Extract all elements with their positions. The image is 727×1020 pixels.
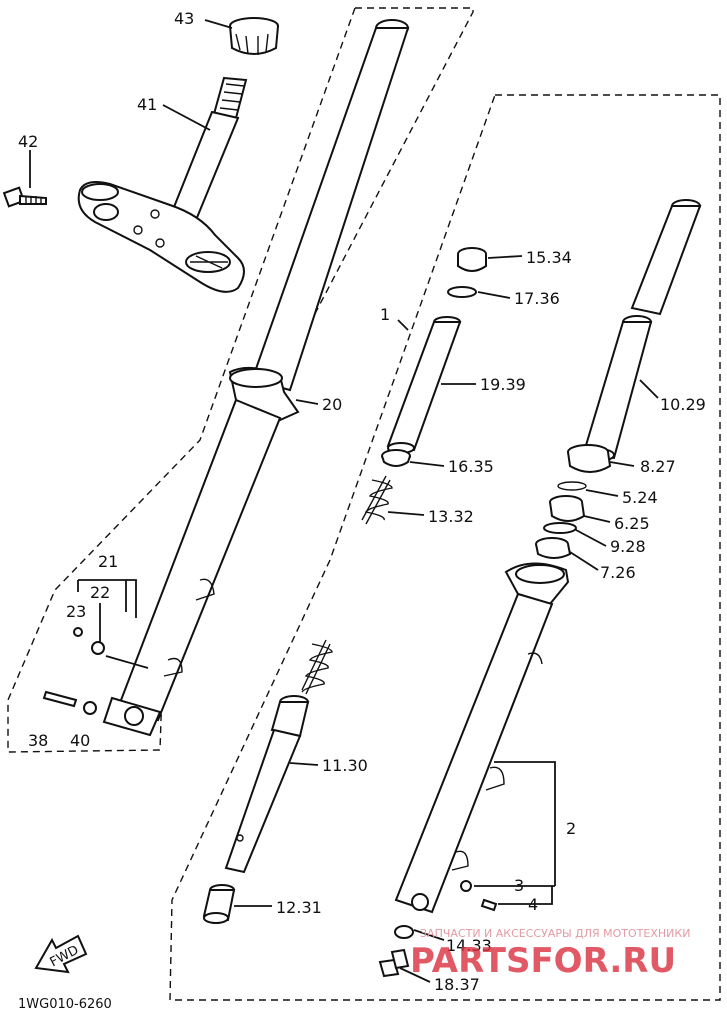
label-21: 21 bbox=[98, 552, 118, 571]
bearing-race-43 bbox=[229, 17, 279, 55]
label-38: 38 bbox=[28, 731, 48, 750]
label-8-27: 8.27 bbox=[640, 457, 676, 476]
label-19-39: 19.39 bbox=[480, 375, 526, 394]
part-code: 1WG010-6260 bbox=[18, 997, 112, 1012]
label-42: 42 bbox=[18, 132, 38, 151]
dust-seal-8-27 bbox=[567, 444, 612, 473]
washer-9-28 bbox=[543, 522, 577, 534]
fork-spring-13-32 bbox=[301, 475, 393, 695]
taper-spindle-12-31 bbox=[202, 884, 236, 924]
leader-lines bbox=[29, 19, 659, 983]
label-20: 20 bbox=[322, 395, 342, 414]
watermark: ЗАПЧАСТИ И АКСЕССУАРЫ ДЛЯ МОТОТЕХНИКИ PA… bbox=[410, 927, 690, 981]
label-5-24: 5.24 bbox=[622, 488, 658, 507]
label-17-36: 17.36 bbox=[514, 289, 560, 308]
label-1: 1 bbox=[380, 305, 390, 324]
assembly-boundary-left bbox=[7, 7, 474, 753]
label-23: 23 bbox=[66, 602, 86, 621]
label-7-26: 7.26 bbox=[600, 563, 636, 582]
watermark-tagline: ЗАПЧАСТИ И АКСЕССУАРЫ ДЛЯ МОТОТЕХНИКИ bbox=[420, 927, 690, 940]
label-43: 43 bbox=[174, 9, 194, 28]
label-13-32: 13.32 bbox=[428, 507, 474, 526]
washer-16-35 bbox=[381, 449, 411, 467]
label-14-33: 14.33 bbox=[446, 936, 492, 955]
o-ring-17-36 bbox=[447, 286, 477, 298]
label-40: 40 bbox=[70, 731, 90, 750]
label-10-29: 10.29 bbox=[660, 395, 706, 414]
slide-metal-7-26 bbox=[535, 537, 572, 559]
label-12-31: 12.31 bbox=[276, 898, 322, 917]
label-2: 2 bbox=[566, 819, 576, 838]
watermark-brand: PARTSFOR.RU bbox=[410, 941, 676, 981]
fwd-arrow-icon: FWD bbox=[34, 934, 88, 974]
inner-tube-10-29 bbox=[582, 199, 702, 462]
label-11-30: 11.30 bbox=[322, 756, 368, 775]
label-6-25: 6.25 bbox=[614, 514, 650, 533]
oil-seal-6-25 bbox=[549, 495, 586, 522]
label-22: 22 bbox=[90, 583, 110, 602]
label-3: 3 bbox=[514, 876, 524, 895]
damper-rod-11-30 bbox=[224, 695, 310, 874]
outer-tube-2 bbox=[394, 562, 570, 914]
callout-labels: 43 41 42 20 21 22 23 38 40 1 15.34 17.36… bbox=[18, 9, 706, 1012]
label-18-37: 18.37 bbox=[434, 975, 480, 994]
steering-stem-41 bbox=[77, 76, 248, 293]
pinch-bolt-42 bbox=[2, 186, 47, 208]
label-9-28: 9.28 bbox=[610, 537, 646, 556]
cap-bolt-15-34 bbox=[457, 247, 487, 272]
retaining-clip-5-24 bbox=[557, 481, 587, 491]
label-15-34: 15.34 bbox=[526, 248, 572, 267]
label-16-35: 16.35 bbox=[448, 457, 494, 476]
small-hardware bbox=[42, 627, 498, 978]
spacer-19-39 bbox=[386, 316, 462, 454]
outer-tube-20 bbox=[102, 19, 410, 737]
label-41: 41 bbox=[137, 95, 157, 114]
assembly-boundary-right bbox=[169, 94, 721, 1001]
label-4: 4 bbox=[528, 895, 538, 914]
